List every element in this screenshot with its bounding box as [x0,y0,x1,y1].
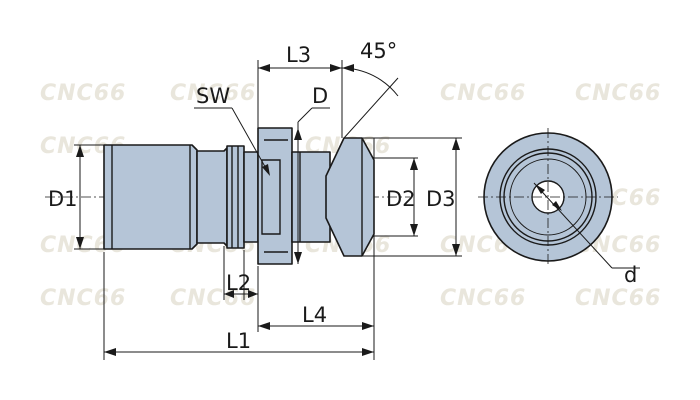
watermark: CNC66 [575,81,661,106]
watermark: CNC66 [40,81,126,106]
label-SW: SW [196,84,230,108]
arrowhead [262,164,270,176]
arrowhead [410,158,418,170]
label-D3: D3 [426,187,456,211]
groove-ring [226,145,245,249]
arrowhead [330,64,342,72]
arrowhead [76,237,84,249]
label-D1: D1 [48,187,78,211]
watermark: CNC66 [170,81,256,106]
arrowhead [342,64,354,72]
flange [257,127,293,265]
arrowhead [552,201,562,211]
arrowhead [535,184,545,194]
arrowhead [410,224,418,236]
label-angle: 45° [360,39,397,63]
arrowhead [248,290,258,298]
watermark: CNC66 [40,286,126,311]
label-D2: D2 [386,187,416,211]
pull-stud-end-view: d [478,128,640,287]
flange-neck [243,151,259,243]
shaft [291,151,331,243]
arrowhead [258,322,270,330]
arrowhead [452,138,460,150]
extension-lines [74,60,462,360]
threaded-shank [103,144,198,250]
arrowhead [452,244,460,256]
pull-stud-side-view [103,127,375,265]
arrowhead [362,348,374,356]
label-d: d [624,263,637,287]
watermark: CNC66 [440,81,526,106]
watermark: CNC66 [440,286,526,311]
dimension-lines [76,64,460,356]
d-leader [533,182,613,269]
arrowhead [76,145,84,157]
arrowhead [258,64,270,72]
SW-leader [231,107,269,173]
watermark: CNC66 [575,286,661,311]
watermark: CNC66 [170,286,256,311]
angle-arc [341,67,399,97]
wrench-flat [261,159,281,235]
arrowhead [224,290,234,298]
angle-line [343,77,399,139]
label-L4: L4 [302,303,327,327]
arrowhead [362,322,374,330]
labels: L1 L4 L2 L3 45° D SW D1 D2 D3 [48,39,456,353]
arrowhead [104,348,116,356]
D-leader [297,107,313,123]
label-L3: L3 [286,43,311,67]
neck [196,147,228,247]
label-D: D [312,84,328,108]
label-L2: L2 [226,271,251,295]
arrowhead [294,252,302,264]
arrowhead [294,128,302,140]
label-L1: L1 [226,329,251,353]
